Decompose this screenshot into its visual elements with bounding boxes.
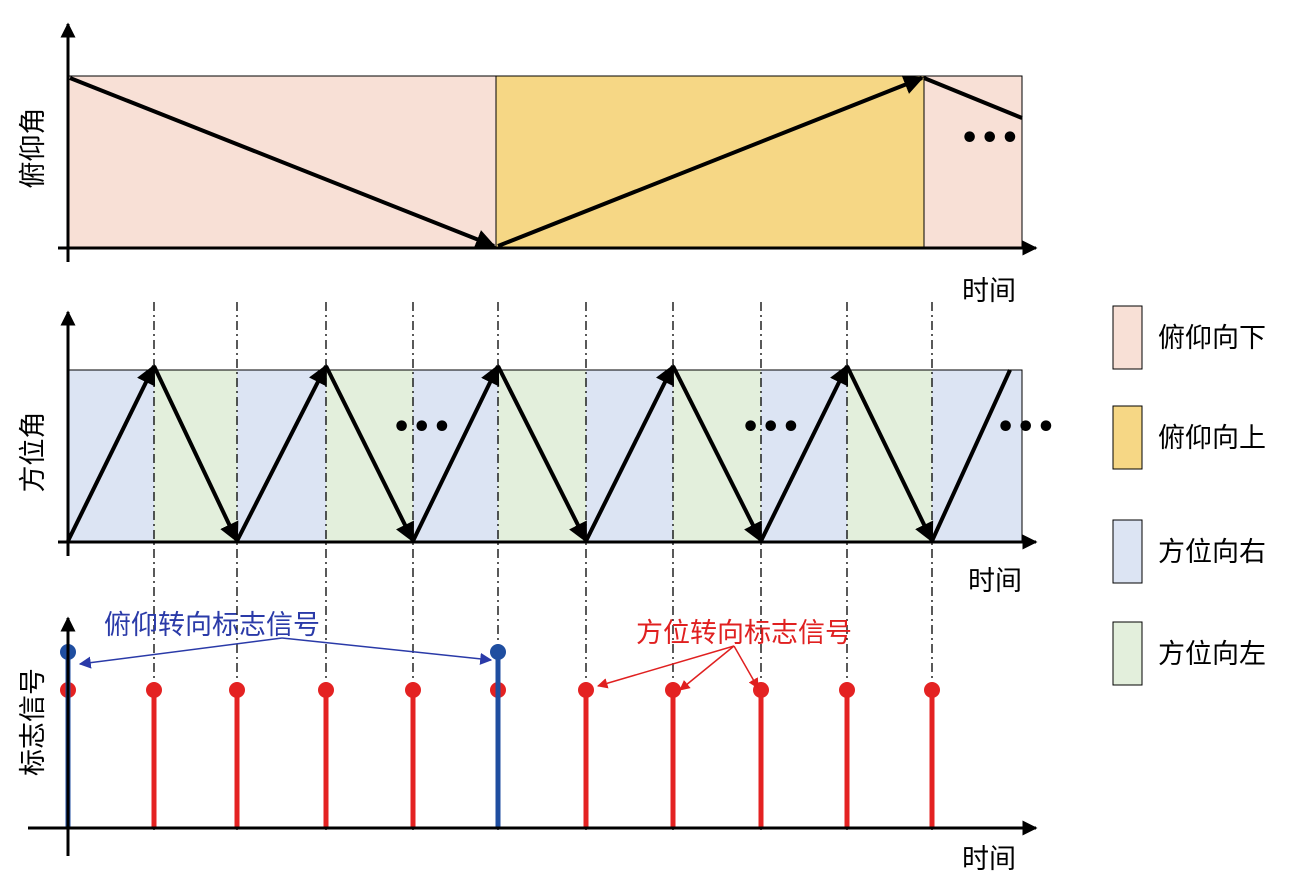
azimuth-right-region [932,370,1022,542]
azimuth-scan-arrow [66,364,156,542]
azimuth-scan-arrow [152,365,239,543]
azimuth-scan-continue-line [930,369,1012,542]
flag-panel: 标志信号 时间 俯仰转向标志信号 方位转向标志信号 [18,610,1038,875]
elevation-ellipsis: ••• [960,121,1021,156]
legend-label-elevation-up: 俯仰向上 [1158,423,1266,454]
azimuth-flag-pointer-1 [596,645,735,689]
elevation-panel: ••• 俯仰角 时间 [18,22,1038,307]
elevation-down-region-2 [923,75,1023,249]
azimuth-ellipsis-2: ••• [741,410,802,445]
azimuth-flag-marker [405,682,421,698]
azimuth-x-label: 时间 [968,566,1022,597]
azimuth-scan-arrow [845,365,934,543]
elevation-flag-annotation: 俯仰转向标志信号 [104,610,320,641]
azimuth-scan-arrow [324,365,415,543]
legend-swatch-elevation-down [1112,305,1143,370]
azimuth-ellipsis-1: ••• [392,410,453,445]
azimuth-panel: ••• ••• ••• 方位角 时间 [18,302,1057,830]
azimuth-flag-annotation: 方位转向标志信号 [636,618,852,649]
azimuth-scan-arrow [671,365,763,543]
azimuth-scan-arrow [235,364,328,542]
azimuth-flag-marker [318,682,334,698]
elevation-y-label: 俯仰角 [18,108,49,189]
elevation-flag-marker [490,644,506,660]
elevation-scan-continue-line [923,76,1023,120]
flag-x-label: 时间 [962,844,1016,875]
azimuth-ellipsis-3: ••• [996,410,1057,445]
azimuth-y-label: 方位角 [18,412,49,493]
azimuth-scan-arrow [759,364,849,542]
azimuth-scan-arrow [584,364,675,542]
azimuth-scan-arrow [496,365,588,543]
azimuth-flag-pointer-3 [733,645,759,689]
legend-label-azimuth-left: 方位向左 [1158,639,1266,670]
azimuth-scan-arrows [66,364,1012,543]
azimuth-flag-marker [665,682,681,698]
elevation-flag-pointer-left [78,637,283,669]
flag-y-label: 标志信号 [18,668,49,776]
flag-stems [60,644,940,828]
elevation-scan-up-arrow [497,75,924,248]
legend-swatch-azimuth-left [1112,621,1143,686]
elevation-x-label: 时间 [962,276,1016,307]
azimuth-flag-marker [839,682,855,698]
legend-swatch-azimuth-right [1112,519,1143,584]
azimuth-scan-arrow [411,364,500,542]
legend-label-elevation-down: 俯仰向下 [1158,323,1266,354]
elevation-flag-pointer-right [281,637,493,665]
azimuth-flag-marker [229,682,245,698]
azimuth-flag-marker [146,682,162,698]
legend-label-azimuth-right: 方位向右 [1158,537,1266,568]
azimuth-flag-marker [924,682,940,698]
azimuth-flag-pointer-2 [679,645,735,691]
legend: 俯仰向下 俯仰向上 方位向右 方位向左 [1112,305,1266,686]
legend-swatch-elevation-up [1112,405,1143,470]
elevation-scan-down-arrow [69,76,496,249]
azimuth-flag-marker [578,682,594,698]
